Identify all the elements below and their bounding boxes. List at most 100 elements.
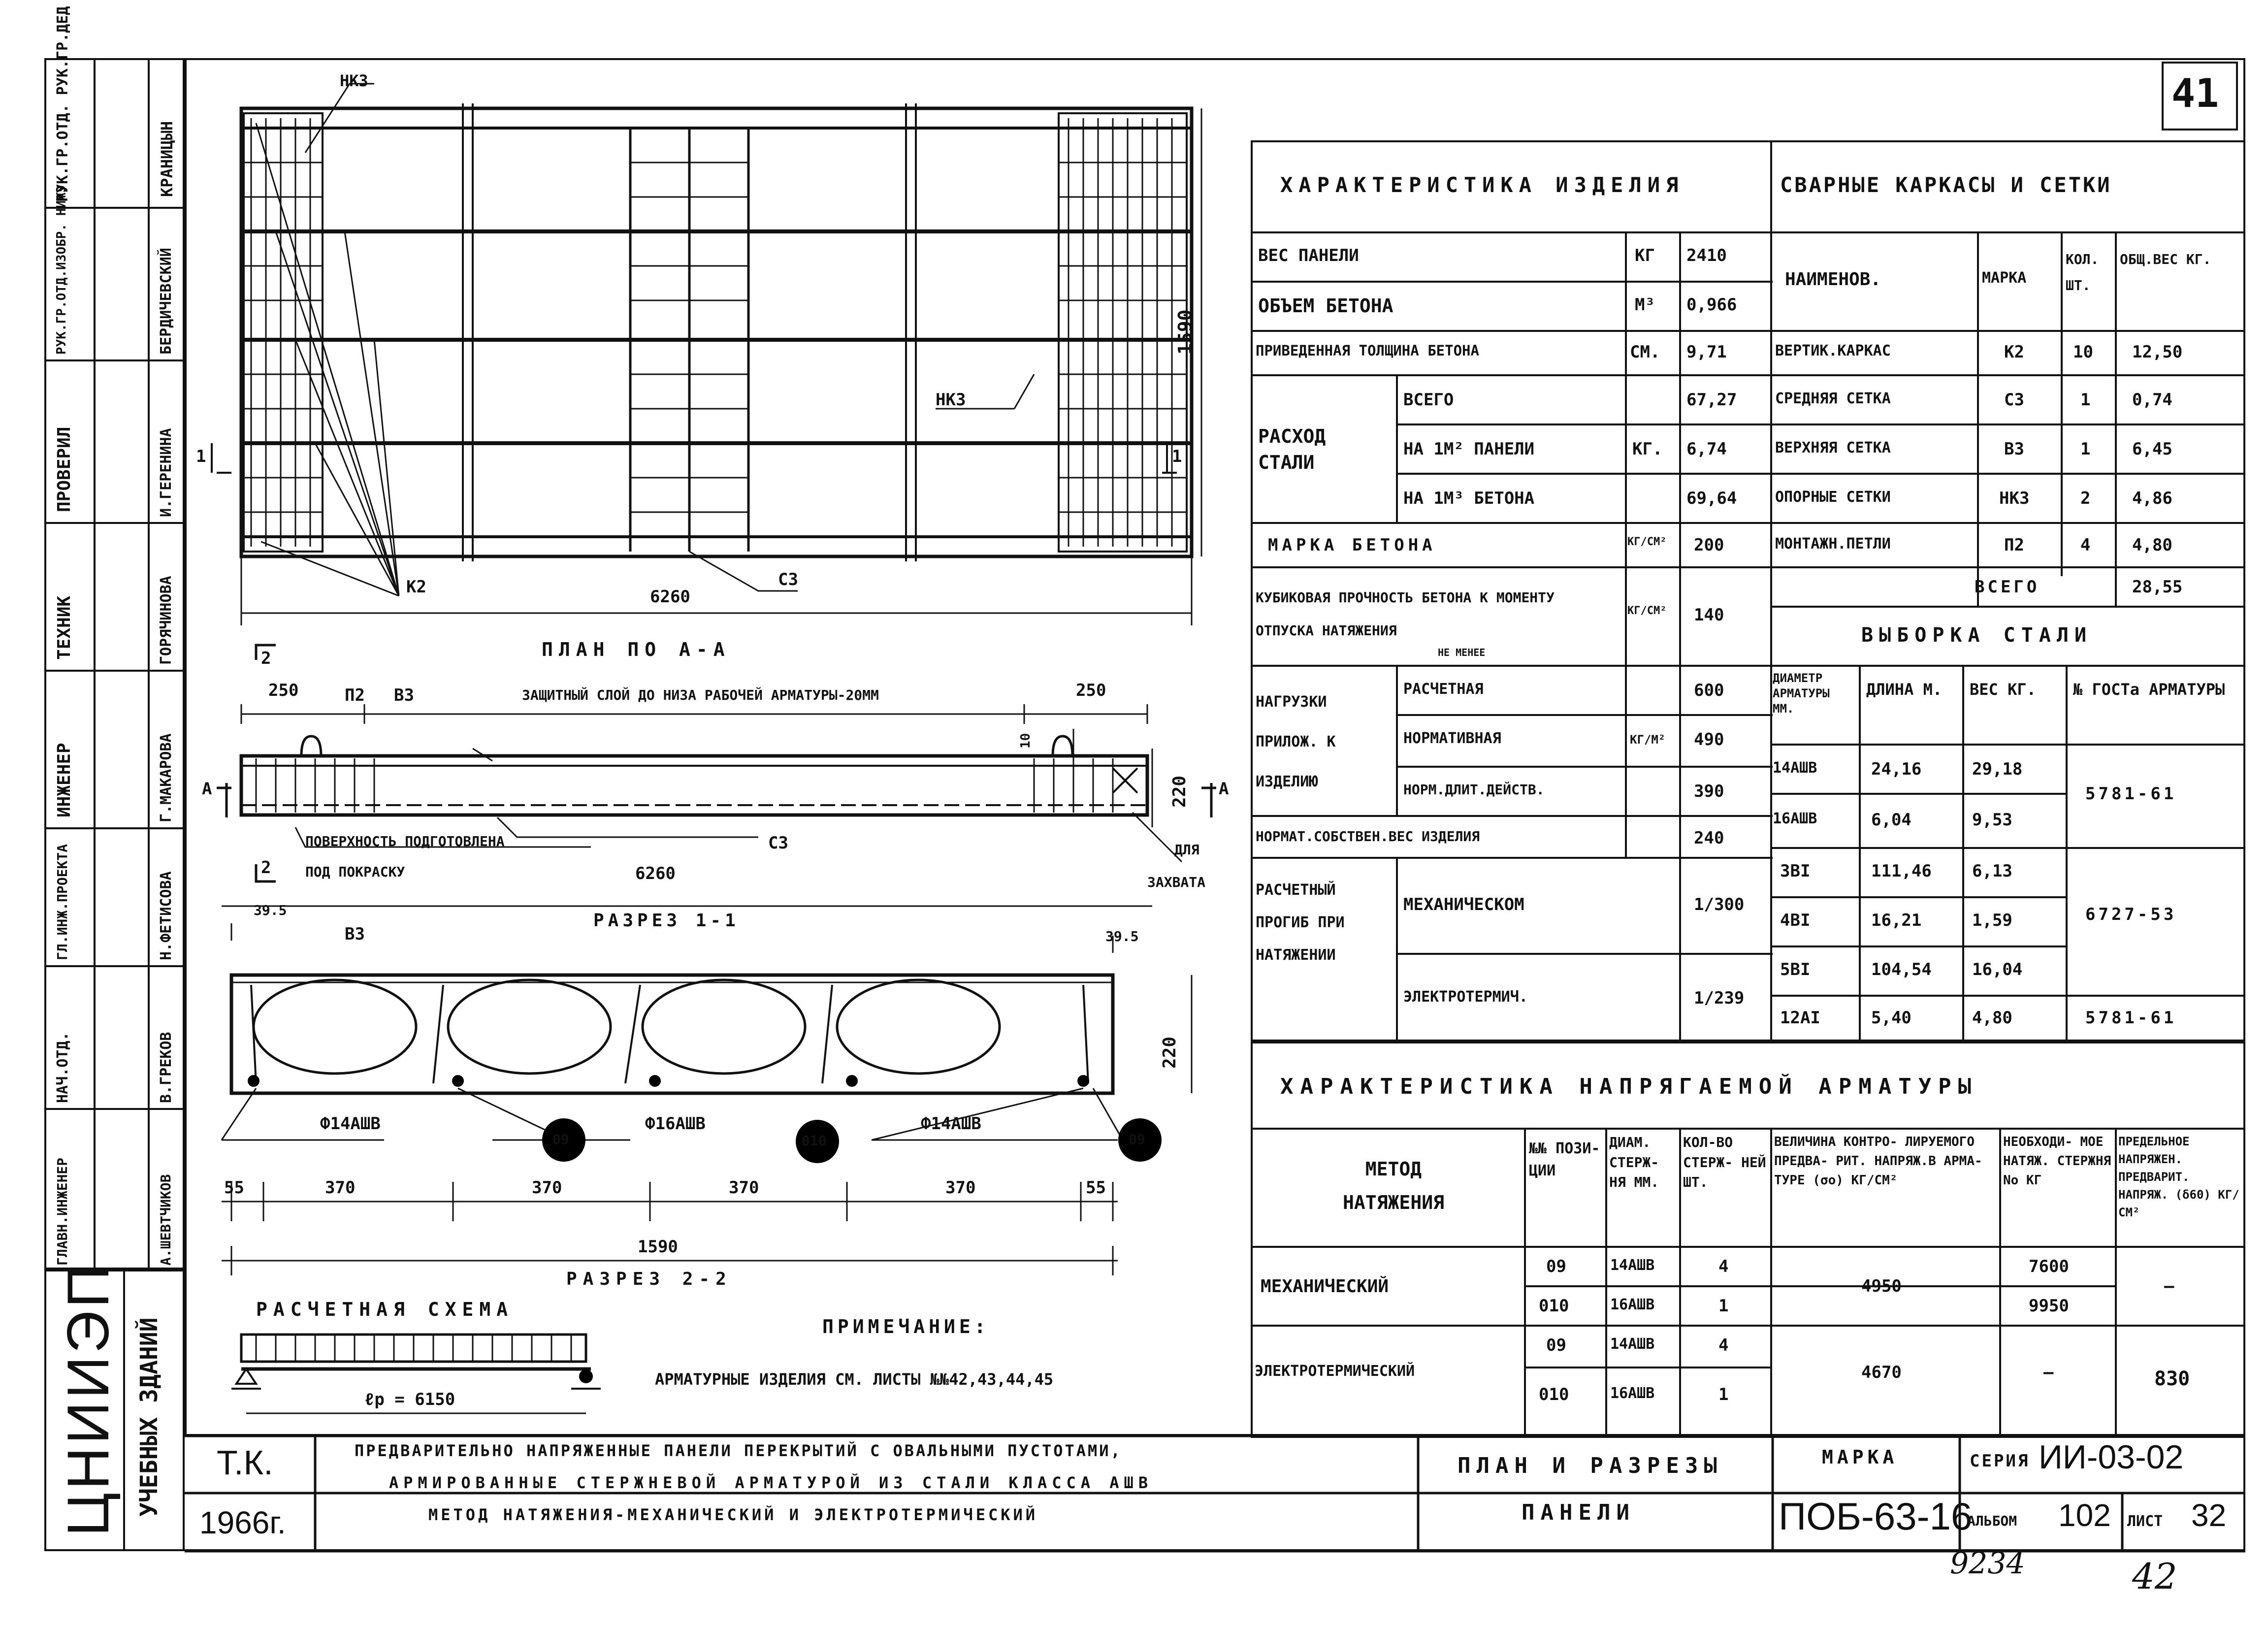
row-label: НАГРУЗКИ ПРИЛОЖ. К ИЗДЕЛИЮ bbox=[1256, 693, 1336, 790]
section-1-view bbox=[217, 644, 1216, 907]
col-line bbox=[2115, 1128, 2117, 1438]
section1-dim-right: 250 bbox=[1076, 681, 1106, 700]
steel-cell: 3ВI bbox=[1780, 861, 1811, 881]
welded-header: НАИМЕНОВ. bbox=[1785, 269, 1881, 290]
row-line bbox=[1524, 1367, 1770, 1368]
tension-cell: 09 bbox=[1546, 1257, 1566, 1276]
row-line bbox=[1251, 1246, 2245, 1248]
row-unit: СМ. bbox=[1630, 342, 1660, 362]
welded-cell: СРЕДНЯЯ СЕТКА bbox=[1775, 390, 1891, 407]
title-mark-label: МАРКА bbox=[1822, 1446, 1898, 1468]
tension-header: №№ ПОЗИ- ЦИИ bbox=[1529, 1140, 1600, 1179]
welded-header: МАРКА bbox=[1982, 269, 2027, 287]
section2-circle-2: 010 bbox=[802, 1133, 827, 1149]
welded-cell: 1 bbox=[2080, 439, 2091, 459]
steel-header: ДЛИНА М. bbox=[1866, 680, 1943, 699]
note-title: ПРИМЕЧАНИЕ: bbox=[822, 1316, 990, 1337]
welded-cell: 0,74 bbox=[2132, 390, 2172, 410]
section1-c3: С3 bbox=[768, 833, 788, 853]
row-label: МАРКА БЕТОНА bbox=[1268, 535, 1436, 555]
section1-surface-1: ПОВЕРХНОСТЬ ПОДГОТОВЛЕНА bbox=[305, 833, 505, 849]
welded-cell: С3 bbox=[2004, 390, 2024, 410]
welded-header-line bbox=[1770, 231, 2245, 233]
row-label: РАСЧЕТНЫЙ ПРОГИБ ПРИ НАТЯЖЕНИИ bbox=[1256, 881, 1345, 964]
steel-cell: 5781-61 bbox=[2085, 1008, 2177, 1028]
left-stamp-frame bbox=[44, 58, 185, 1270]
row-line bbox=[1251, 374, 1773, 376]
steel-cell: 6,13 bbox=[1972, 861, 2012, 881]
steel-cell: 4ВI bbox=[1780, 911, 1811, 930]
row-line bbox=[1251, 330, 1773, 332]
tension-cell: 010 bbox=[1539, 1296, 1569, 1316]
row-line bbox=[1251, 815, 1773, 817]
section1-dim-small: 10 bbox=[1018, 733, 1033, 749]
welded-cell: К2 bbox=[2004, 342, 2024, 362]
row-line bbox=[1770, 793, 2066, 795]
steel-cell: 5781-61 bbox=[2085, 784, 2177, 804]
steel-cell: 16,04 bbox=[1972, 960, 2023, 979]
tension-cell: 7600 bbox=[2029, 1257, 2069, 1276]
row-sub: ЭЛЕКТРОТЕРМИЧ. bbox=[1403, 988, 1528, 1006]
title-desc-2: АРМИРОВАННЫЕ СТЕРЖНЕВОЙ АРМАТУРОЙ ИЗ СТА… bbox=[389, 1473, 1153, 1492]
row-value: 490 bbox=[1694, 730, 1724, 749]
row-line bbox=[1251, 857, 1773, 859]
title-series-label: СЕРИЯ bbox=[1970, 1451, 2030, 1471]
row-line bbox=[1251, 522, 1773, 524]
welded-cell: НК3 bbox=[1999, 488, 2030, 508]
row-value: 69,64 bbox=[1686, 488, 1737, 508]
plan-label-c3: С3 bbox=[778, 570, 798, 589]
welded-cell: 4,86 bbox=[2132, 488, 2172, 508]
row-value: 600 bbox=[1694, 681, 1724, 700]
section2-circle-3: 09 bbox=[1129, 1131, 1145, 1147]
welded-total-label: ВСЕГО bbox=[1975, 577, 2040, 597]
stamp-row-line bbox=[44, 965, 185, 967]
row-unit: КГ/СМ² bbox=[1627, 536, 1667, 548]
col-line bbox=[1962, 665, 1964, 1042]
section2-total: 1590 bbox=[638, 1237, 678, 1257]
section1-surface-2: ПОД ПОКРАСКУ bbox=[305, 864, 405, 880]
section2-dim-5: 370 bbox=[945, 1178, 976, 1198]
steel-cell: 16АШВ bbox=[1773, 810, 1817, 827]
mesh-right bbox=[1058, 112, 1188, 553]
product-table-header-line bbox=[1251, 231, 1773, 233]
welded-cell: ВЕРХНЯЯ СЕТКА bbox=[1775, 439, 1891, 456]
section2-dim-top-right: 39.5 bbox=[1105, 928, 1139, 944]
section1-p2: П2 bbox=[345, 685, 365, 705]
section2-title: РАЗРЕЗ 2-2 bbox=[566, 1269, 732, 1289]
section2-dim-top-left: 39.5 bbox=[254, 902, 287, 918]
steel-cell: 9,53 bbox=[1972, 810, 2012, 830]
sheet-number: 41 bbox=[2171, 70, 2219, 116]
tension-cell: 16АШВ bbox=[1610, 1385, 1655, 1402]
steel-header: ВЕС КГ. bbox=[1970, 680, 2036, 699]
plan-dim-length: 6260 bbox=[650, 587, 690, 607]
row-label: ВЕС ПАНЕЛИ bbox=[1258, 246, 1359, 265]
welded-header: КОЛ. ШТ. bbox=[2066, 251, 2099, 294]
section1-dim-length: 6260 bbox=[635, 864, 676, 883]
section1-marker-bottom: 2 bbox=[261, 858, 271, 878]
steel-table-title: ВЫБОРКА СТАЛИ bbox=[1861, 624, 2093, 647]
row-line bbox=[1251, 665, 1773, 667]
title-series: ИИ-03-02 bbox=[2039, 1438, 2184, 1476]
tension-cell: 1 bbox=[1718, 1385, 1729, 1404]
section2-bar-2: Ф16АШВ bbox=[645, 1114, 706, 1134]
row-line bbox=[1251, 566, 1773, 568]
steel-cell: 1,59 bbox=[1972, 911, 2012, 930]
tension-cell: 14АШВ bbox=[1610, 1335, 1655, 1353]
section1-mark-a-right: А bbox=[1219, 779, 1229, 799]
welded-cell: В3 bbox=[2004, 439, 2024, 459]
section2-circle-1: 09 bbox=[552, 1131, 569, 1147]
row-sub: НА 1М² ПАНЕЛИ bbox=[1403, 439, 1535, 459]
calc-scheme bbox=[231, 1333, 601, 1414]
steel-cell: 24,16 bbox=[1871, 759, 1922, 779]
row-sub: ВСЕГО bbox=[1403, 390, 1454, 410]
col-line bbox=[1999, 1128, 2001, 1438]
title-list: 32 bbox=[2191, 1498, 2227, 1533]
welded-cell: 6,45 bbox=[2132, 439, 2172, 459]
section1-v3: В3 bbox=[394, 685, 414, 705]
title-desc-1: ПРЕДВАРИТЕЛЬНО НАПРЯЖЕННЫЕ ПАНЕЛИ ПЕРЕКР… bbox=[355, 1441, 1122, 1460]
col-line bbox=[1679, 231, 1681, 1042]
section2-dim-3: 370 bbox=[532, 1178, 562, 1198]
steel-cell: 111,46 bbox=[1871, 861, 1932, 881]
steel-cell: 5ВI bbox=[1780, 960, 1811, 979]
section1-grip-1: ДЛЯ bbox=[1174, 842, 1199, 858]
